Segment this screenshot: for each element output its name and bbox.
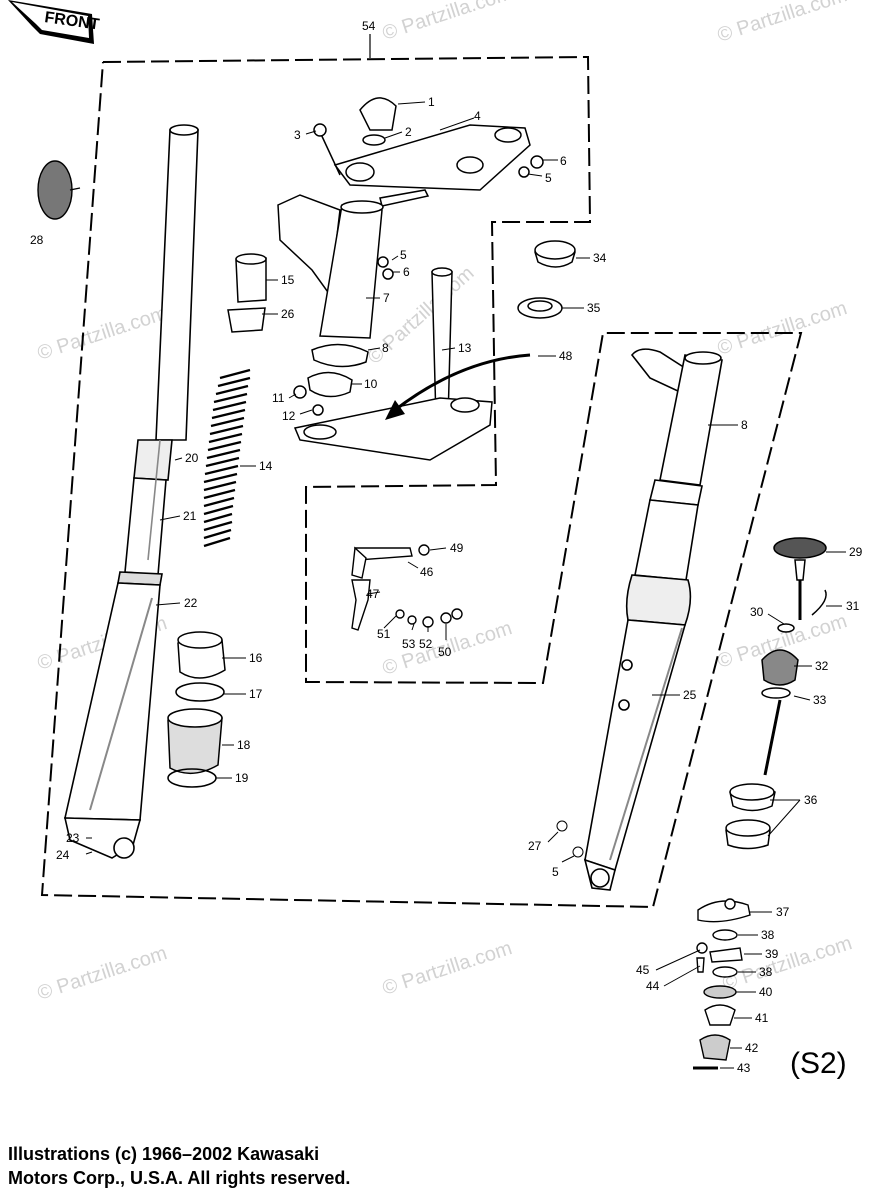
callout: 18 (237, 738, 251, 752)
callout: 12 (282, 409, 296, 423)
callout: 26 (281, 307, 295, 321)
group-number: 54 (362, 19, 376, 33)
callout: 15 (281, 273, 295, 287)
callout: 28 (30, 233, 44, 247)
callout: 45 (636, 963, 650, 977)
callout: 39 (765, 947, 779, 961)
callout: 47 (366, 587, 380, 601)
callout: 10 (364, 377, 378, 391)
callout: 11 (272, 391, 285, 405)
upper-bracket (313, 97, 544, 207)
callout: 35 (587, 301, 601, 315)
callout: 50 (438, 645, 452, 659)
left-fork-leg (63, 124, 199, 859)
copyright-line-1: Illustrations (c) 1966–2002 Kawasaki (8, 1144, 320, 1164)
callout: 40 (759, 985, 773, 999)
callout: 6 (560, 154, 567, 168)
arrow-head (385, 400, 405, 420)
steering-damper-parts (761, 537, 827, 776)
callout-labels: 54 1 2 3 4 5 6 5 6 7 8 10 11 12 13 14 15… (30, 19, 863, 1075)
callout: 29 (849, 545, 863, 559)
headlight-bracket-parts (227, 194, 394, 339)
callout: 52 (419, 637, 433, 651)
watermark: © Partzilla.com (715, 0, 850, 47)
stem-nut-parts (517, 240, 576, 319)
callout: 38 (761, 928, 775, 942)
callout: 44 (646, 979, 660, 993)
reflector-part (37, 160, 81, 220)
callout: 19 (235, 771, 249, 785)
callout: 48 (559, 349, 573, 363)
callout: 20 (185, 451, 199, 465)
watermark: © Partzilla.com (35, 942, 170, 1005)
callout: 42 (745, 1041, 759, 1055)
callout: 23 (66, 831, 80, 845)
watermark: © Partzilla.com (380, 0, 515, 45)
callout: 5 (552, 865, 559, 879)
callout: 5 (545, 171, 552, 185)
callout: 31 (846, 599, 860, 613)
arrow-48 (394, 353, 531, 412)
callout: 24 (56, 848, 70, 862)
callout: 43 (737, 1061, 751, 1075)
callout: 4 (474, 109, 481, 123)
watermark: © Partzilla.com (380, 937, 515, 1000)
bearing-parts (725, 783, 776, 850)
callout: 21 (183, 509, 197, 523)
callout: 46 (420, 565, 434, 579)
callout: 13 (458, 341, 472, 355)
callout: 30 (750, 605, 764, 619)
callout: 16 (249, 651, 263, 665)
callout: 8 (741, 418, 748, 432)
ignition-switch-parts (351, 544, 463, 631)
callout: 49 (450, 541, 464, 555)
washer-5 (572, 846, 584, 858)
bolt-27 (556, 820, 568, 832)
callout: 2 (405, 125, 412, 139)
lower-hardware-parts (693, 898, 751, 1070)
callout: 53 (402, 637, 416, 651)
front-tag: FRONT (8, 0, 101, 44)
fork-spring (203, 368, 251, 548)
callout: 34 (593, 251, 607, 265)
watermark: © Partzilla.com (35, 302, 170, 365)
callout: 25 (683, 688, 697, 702)
steering-stem (293, 267, 493, 461)
callout: 36 (804, 793, 818, 807)
leader-lines (85, 101, 846, 1069)
diagram-code: (S2) (790, 1047, 847, 1080)
callout: 5 (400, 248, 407, 262)
callout: 3 (294, 128, 301, 142)
callout: 37 (776, 905, 790, 919)
copyright-line-2: Motors Corp., U.S.A. All rights reserved… (8, 1168, 351, 1188)
callout: 33 (813, 693, 827, 707)
callout: 41 (755, 1011, 769, 1025)
callout: 38 (759, 965, 773, 979)
callout: 17 (249, 687, 263, 701)
dust-cover-parts (167, 631, 226, 788)
callout: 14 (259, 459, 273, 473)
right-fork-leg (583, 348, 723, 891)
callout: 27 (528, 839, 542, 853)
callout: 6 (403, 265, 410, 279)
copyright-notice: Illustrations (c) 1966–2002 Kawasaki Mot… (8, 1142, 708, 1190)
watermark: © Partzilla.com (720, 932, 855, 995)
callout: 7 (383, 291, 390, 305)
callout: 32 (815, 659, 829, 673)
kit-outline (40, 55, 803, 909)
callout: 1 (428, 95, 435, 109)
callout: 51 (377, 627, 391, 641)
watermark: © Partzilla.com (715, 297, 850, 360)
callout: 22 (184, 596, 198, 610)
callout: 8 (382, 341, 389, 355)
